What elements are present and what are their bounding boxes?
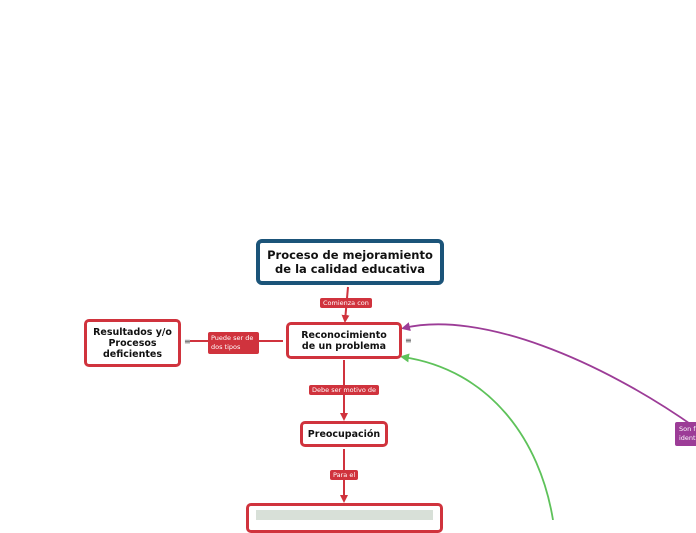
label-purple-edge[interactable]: Son f ident — [675, 422, 696, 446]
label-puede-ser[interactable]: Puede ser de dos tipos — [208, 332, 259, 354]
note-icon[interactable]: ≡ — [405, 336, 412, 345]
connector-purple-curve — [401, 322, 696, 429]
label-para-el[interactable]: Para el — [330, 470, 359, 480]
preocupacion-text: Preocupación — [307, 428, 381, 440]
label-purple-edge-text: Son f ident — [679, 425, 696, 442]
label-debe-ser[interactable]: Debe ser motivo de — [309, 385, 379, 395]
main-topic-node[interactable]: Proceso de mejoramiento de la calidad ed… — [256, 239, 444, 285]
resultados-text: Resultados y/o Procesos deficientes — [93, 326, 172, 360]
resultados-node[interactable]: Resultados y/o Procesos deficientes — [84, 319, 181, 367]
note-icon[interactable]: ≡ — [184, 337, 191, 346]
preocupacion-node[interactable]: Preocupación — [300, 421, 388, 447]
main-topic-text: Proceso de mejoramiento de la calidad ed… — [267, 248, 433, 276]
label-puede-ser-text: Puede ser de dos tipos — [211, 334, 254, 351]
connector-layer — [190, 286, 696, 520]
label-comienza-con[interactable]: Comienza con — [320, 298, 372, 308]
connector-green-curve — [400, 353, 554, 520]
reconocimiento-node[interactable]: Reconocimiento de un problema — [286, 322, 402, 359]
reconocimiento-text: Reconocimiento de un problema — [301, 329, 387, 352]
bottom-node-image-placeholder — [256, 510, 433, 520]
